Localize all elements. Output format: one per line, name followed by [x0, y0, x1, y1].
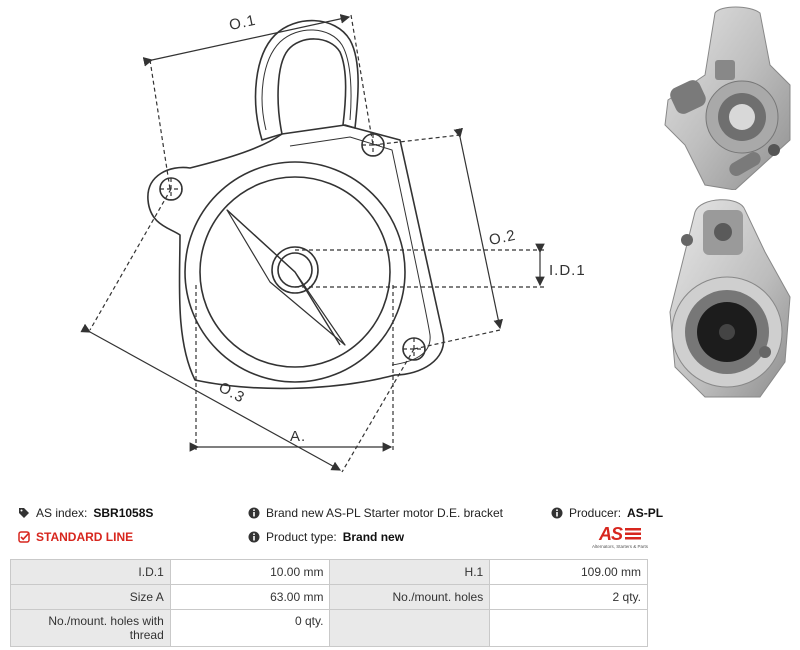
spec-key: I.D.1 [10, 559, 171, 585]
spec-key: H.1 [329, 559, 491, 585]
table-row: Size A 63.00 mm No./mount. holes 2 qty. [10, 584, 648, 610]
spec-value: 10.00 mm [169, 559, 331, 585]
product-photo-front [669, 199, 791, 398]
dim-label-o1: O.1 [228, 12, 258, 34]
shaft-bore-outer [271, 246, 319, 294]
spec-key: Size A [10, 584, 171, 610]
spec-value: 2 qty. [489, 584, 648, 610]
checkbox-icon [18, 531, 30, 543]
producer-value: AS-PL [627, 506, 664, 520]
logo-stripes-icon [625, 528, 641, 540]
logo-tagline: Alternators, Starters & Parts [591, 544, 649, 549]
spec-value: 109.00 mm [489, 559, 648, 585]
as-pl-logo: AS Alternators, Starters & Parts [585, 524, 655, 554]
as-index: AS index: SBR1058S [18, 506, 153, 520]
product-type-label: Product type: [266, 530, 337, 544]
table-row: I.D.1 10.00 mm H.1 109.00 mm [10, 559, 648, 585]
logo-mark: AS [599, 524, 623, 544]
dim-label-a: A. [290, 428, 306, 445]
spec-key: No./mount. holes [329, 584, 491, 610]
product-type: Product type: Brand new [248, 530, 404, 544]
shaft-bore-inner [277, 252, 313, 288]
info-circle-icon [248, 507, 260, 519]
bracket-top-loop [254, 19, 359, 141]
producer-label: Producer: [569, 506, 622, 520]
technical-drawing: O.1 O.2 O.3 I.D.1 A. [80, 6, 791, 473]
description: Brand new AS-PL Starter motor D.E. brack… [248, 506, 503, 520]
product-photo-back [664, 6, 791, 190]
tag-icon [18, 507, 30, 519]
info-circle-icon [248, 531, 260, 543]
product-type-value: Brand new [342, 530, 405, 544]
as-index-label: AS index: [36, 506, 88, 520]
spec-table: I.D.1 10.00 mm H.1 109.00 mm Size A 63.0… [10, 559, 648, 647]
bracket-outline [147, 124, 445, 390]
spec-value [489, 609, 648, 647]
dim-label-o2: O.2 [488, 227, 518, 249]
product-info: AS index: SBR1058S STANDARD LINE Brand n… [0, 500, 800, 560]
spec-value: 63.00 mm [169, 584, 331, 610]
spec-key [329, 609, 491, 647]
dim-label-id1: I.D.1 [549, 262, 586, 279]
dim-label-o3: O.3 [216, 379, 248, 407]
spec-value: 0 qty. [169, 609, 331, 647]
producer: Producer: AS-PL [551, 506, 663, 520]
description-text: Brand new AS-PL Starter motor D.E. brack… [266, 506, 503, 520]
standard-line: STANDARD LINE [18, 530, 133, 544]
table-row: No./mount. holes with thread 0 qty. [10, 609, 648, 647]
info-circle-icon [551, 507, 563, 519]
standard-line-label: STANDARD LINE [36, 530, 134, 544]
as-index-value: SBR1058S [93, 506, 154, 520]
bracket-diagram: O.1 O.2 O.3 I.D.1 A. [80, 12, 586, 473]
spec-key: No./mount. holes with thread [10, 609, 171, 647]
